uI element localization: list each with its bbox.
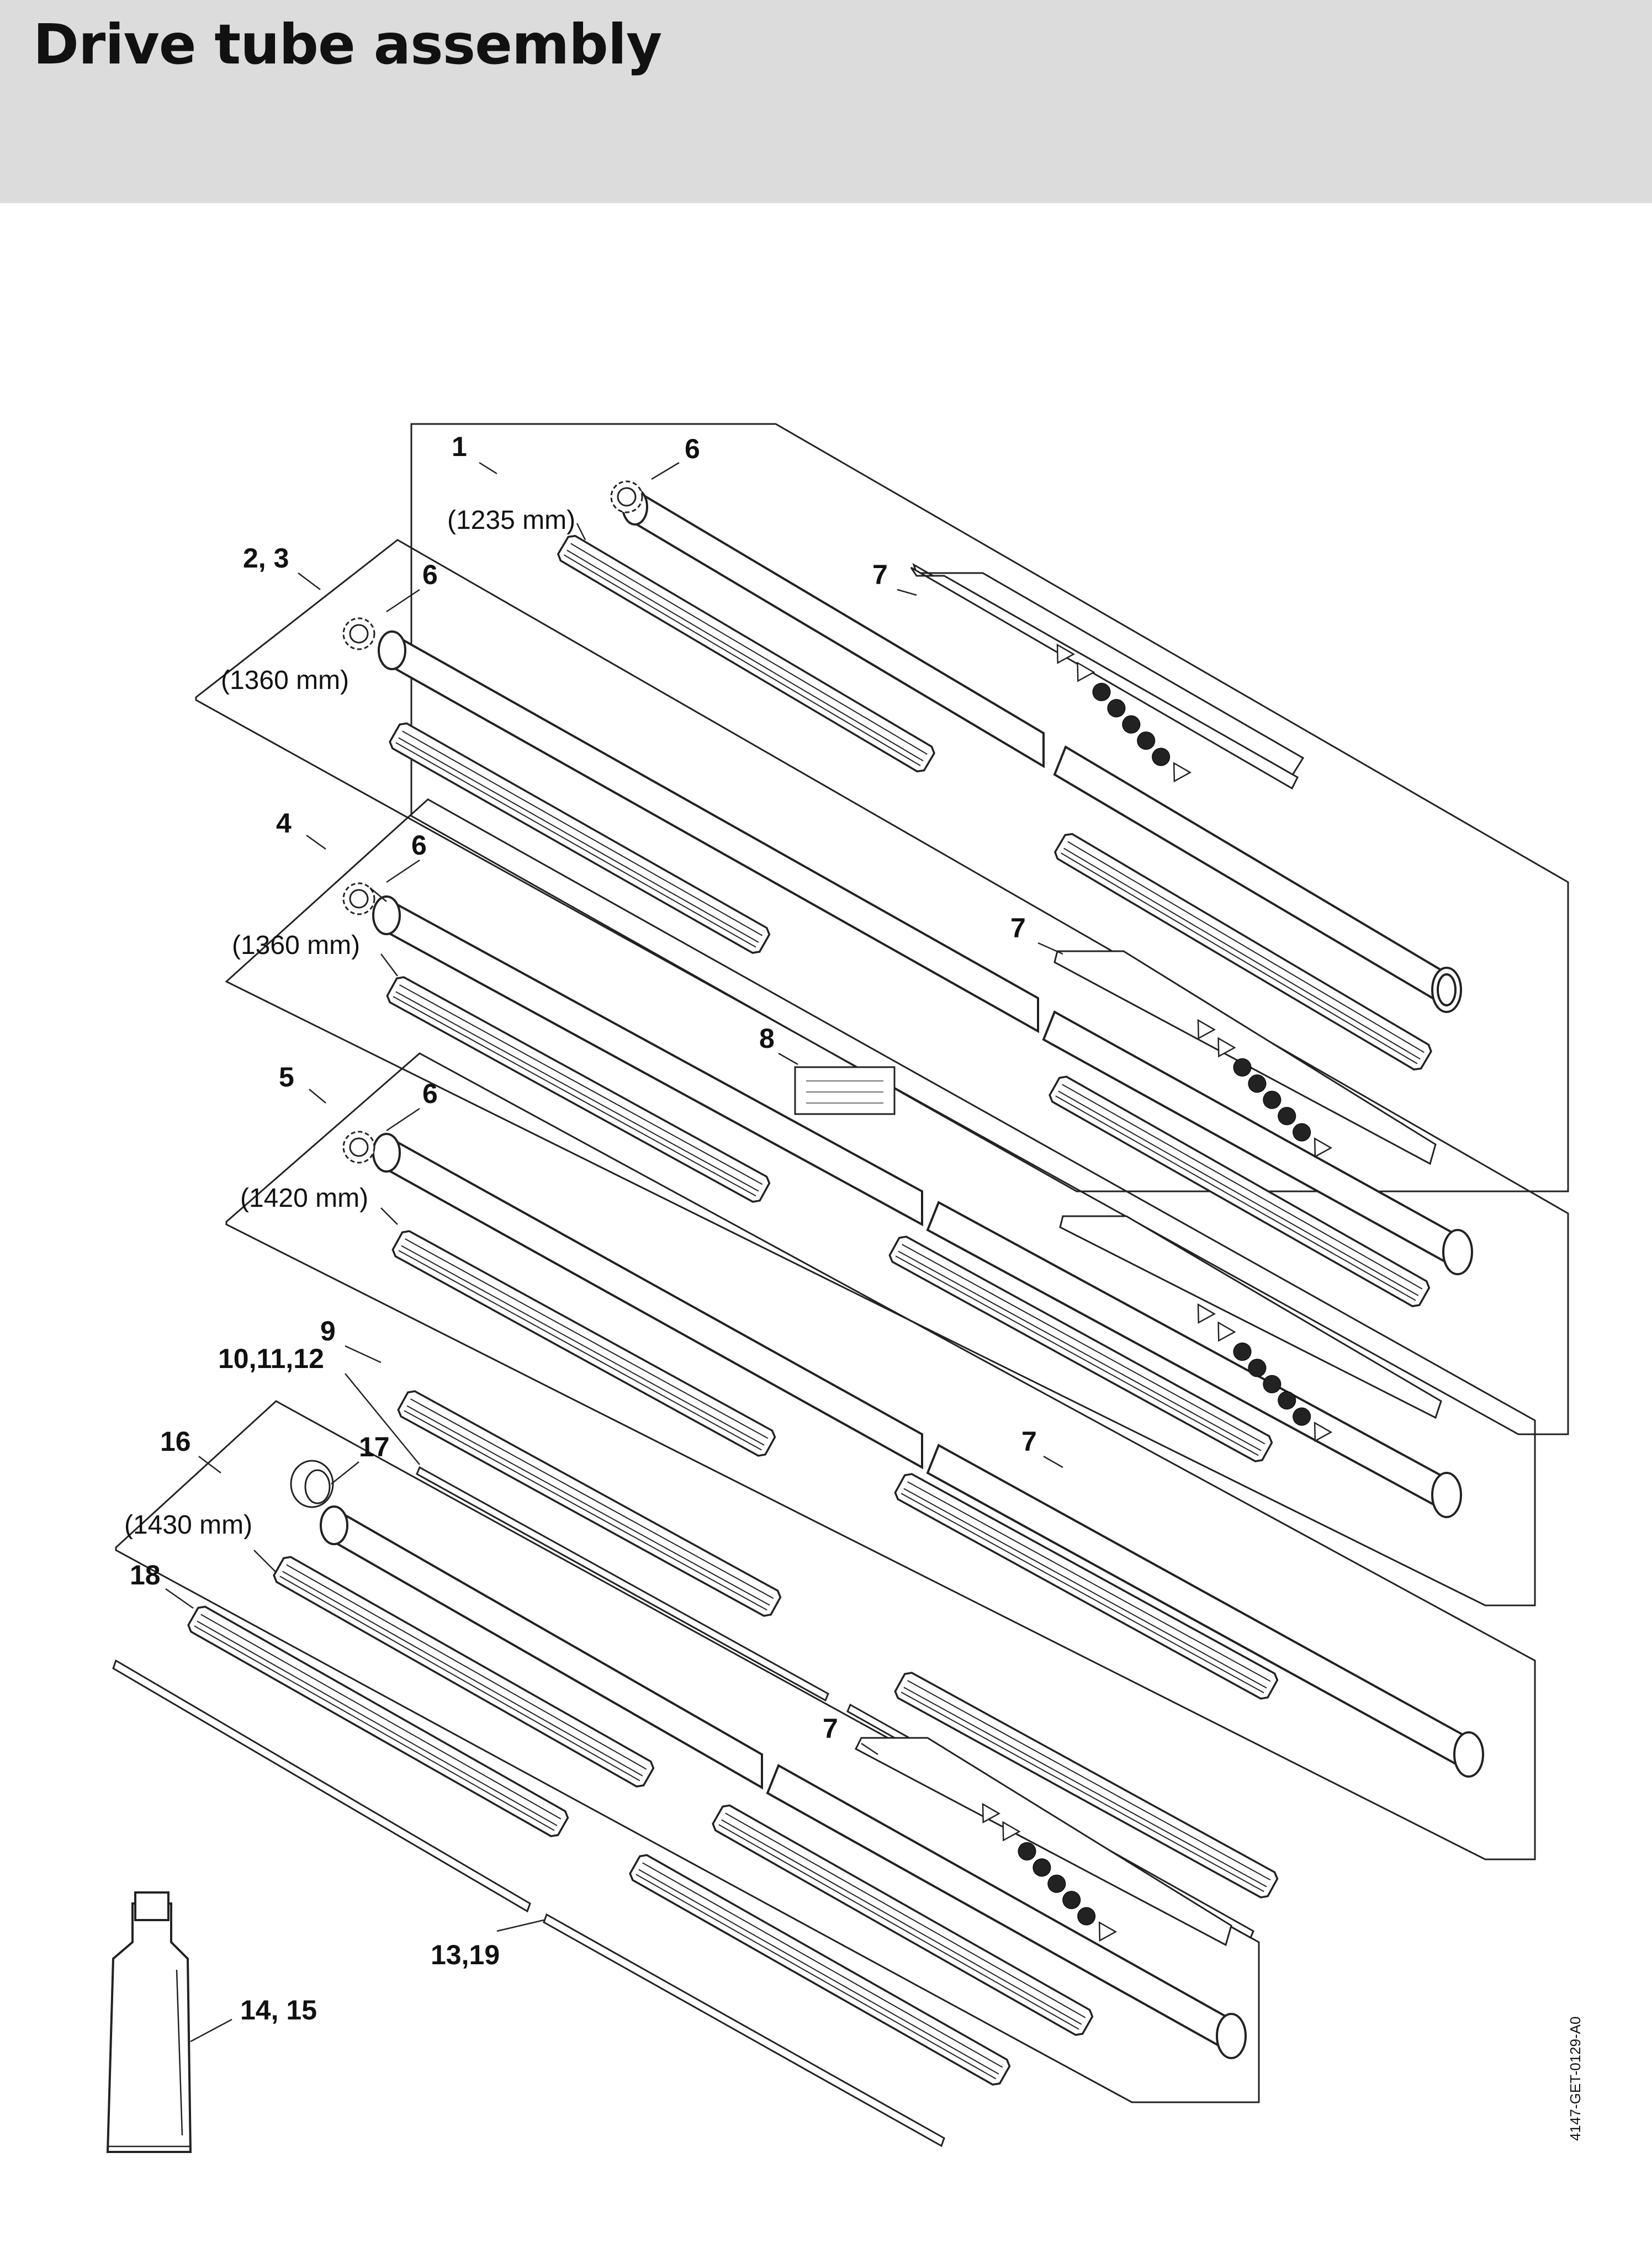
callout-7: 7 xyxy=(1021,1426,1037,1457)
toothed-ring-icon xyxy=(610,480,643,513)
dimension-1360: (1360 mm) xyxy=(221,666,349,695)
dimension-labels: (1235 mm) (1360 mm) (1360 mm) (1420 mm) … xyxy=(124,506,575,1540)
panel-part-5 xyxy=(225,1052,1536,1860)
callout-1: 1 xyxy=(452,431,467,462)
drive-rod-13-19 xyxy=(112,1659,945,2148)
dimension-1420: (1420 mm) xyxy=(240,1184,368,1213)
drive-tube-5 xyxy=(372,1133,1484,1778)
callout-7: 7 xyxy=(823,1713,838,1744)
callout-4: 4 xyxy=(276,808,292,839)
exploded-parts-diagram: 1 6 2, 3 6 7 4 6 7 8 5 6 9 10,11,12 7 16… xyxy=(106,423,1584,2153)
drive-tube-2-3 xyxy=(378,630,1473,1275)
leader-lines xyxy=(165,462,1063,2043)
warning-label-icon xyxy=(1059,1215,1442,1446)
callout-13-19: 13,19 xyxy=(431,1939,500,1970)
dimension-1235: (1235 mm) xyxy=(447,506,575,535)
page-title: Drive tube assembly xyxy=(33,12,662,77)
callout-10-11-12: 10,11,12 xyxy=(218,1343,324,1374)
callout-6: 6 xyxy=(685,433,700,464)
callout-17: 17 xyxy=(359,1431,390,1462)
drive-tube-1 xyxy=(622,488,1462,1013)
callout-5: 5 xyxy=(279,1062,294,1093)
figure-code: 4147-GET-0129-A0 xyxy=(1567,2017,1584,2141)
info-label-icon xyxy=(794,1066,896,1115)
panel-part-16 xyxy=(115,1400,1260,2103)
callout-6: 6 xyxy=(422,1078,438,1109)
callout-2-3: 2, 3 xyxy=(243,543,289,574)
toothed-ring-icon xyxy=(342,1131,375,1164)
callout-18: 18 xyxy=(130,1560,161,1590)
dimension-1360: (1360 mm) xyxy=(232,931,360,960)
grease-tube-icon xyxy=(106,1891,192,2153)
toothed-ring-icon xyxy=(342,882,375,915)
toothed-ring-icon xyxy=(342,617,375,650)
callout-6: 6 xyxy=(411,830,427,861)
page-header: Drive tube assembly xyxy=(0,0,1652,203)
bushing-icon xyxy=(290,1460,334,1508)
callout-7: 7 xyxy=(872,559,888,590)
callout-9: 9 xyxy=(320,1316,336,1346)
callout-14-15: 14, 15 xyxy=(240,1995,317,2026)
callout-7: 7 xyxy=(1010,913,1026,943)
callout-16: 16 xyxy=(160,1426,191,1457)
dimension-1430: (1430 mm) xyxy=(124,1510,252,1540)
callout-labels: 1 6 2, 3 6 7 4 6 7 8 5 6 9 10,11,12 7 16… xyxy=(130,431,1037,2026)
drive-tube-16 xyxy=(320,1505,1247,2059)
warning-label-icon xyxy=(1053,950,1437,1165)
warning-label-icon xyxy=(855,1737,1232,1947)
callout-8: 8 xyxy=(759,1023,775,1054)
panel-part-1 xyxy=(410,423,1569,1192)
callout-6: 6 xyxy=(422,559,438,590)
warning-label-icon xyxy=(910,563,1305,790)
panel-part-2-3 xyxy=(195,539,1569,1435)
